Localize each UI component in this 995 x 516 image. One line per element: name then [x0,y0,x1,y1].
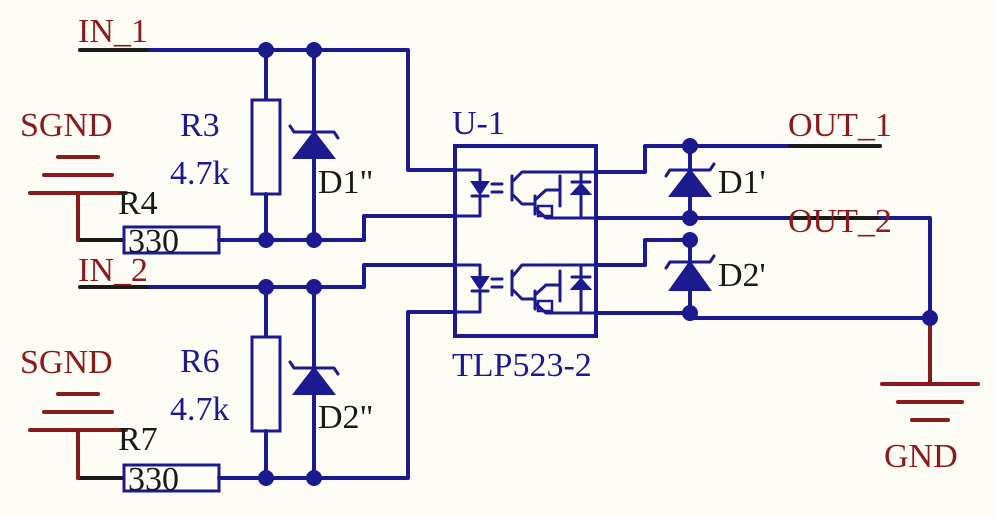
u1-ref: U-1 [452,105,505,142]
junction [682,305,698,321]
r3-ref: R3 [180,107,220,144]
input-channel-2 [28,263,457,493]
net-label-sgnd2: SGND [20,344,113,381]
ch2-out-top [594,238,692,267]
r4-value: 330 [128,223,179,260]
net-label-sgnd1: SGND [20,107,113,144]
junction [258,470,274,486]
d1in-zener-bar [288,124,340,140]
r4-wire [217,214,457,242]
u1-part: TLP523-2 [452,347,592,384]
junction [922,310,938,326]
labels: IN_1 IN_2 SGND SGND OUT_1 OUT_2 GND R3 4… [20,13,958,498]
junction [306,232,322,248]
junction [682,232,698,248]
r7-resistor [122,463,221,493]
d1out-zener [667,168,713,197]
junction [682,138,698,154]
junction [258,42,274,58]
net-label-in2: IN_2 [78,252,148,289]
d1out-ref: D1' [718,164,766,201]
out2-to-gnd [878,216,932,320]
input-channel-1 [28,42,457,255]
opto-channel-1-icon [453,168,598,220]
junction [682,210,698,226]
r3-value: 4.7k [170,155,230,192]
d1in-zener [291,130,337,159]
d2in-ref: D2" [318,399,373,436]
junction [306,470,322,486]
junction [258,232,274,248]
r4-ref: R4 [118,185,158,222]
r7-value: 330 [128,461,179,498]
r3-resistor [250,98,282,196]
d1in-ref: D1" [318,164,373,201]
in1-wire [148,48,457,172]
net-label-out2: OUT_2 [788,203,892,240]
d2in-zener-bar [288,360,340,376]
in2-wire [148,263,457,289]
junction [306,42,322,58]
r6-resistor [250,335,282,433]
optocoupler-body [453,144,598,338]
d2in-zener [291,366,337,395]
r6-value: 4.7k [170,391,230,428]
optocoupler-u1 [453,144,598,338]
d2out-zener [668,260,712,291]
junction [306,279,322,295]
d2out-ref: D2' [718,257,766,294]
out1-wire [594,144,692,174]
r6-ref: R6 [180,343,220,380]
r7-ref: R7 [118,421,158,458]
net-label-in1: IN_1 [78,13,148,50]
output-section [594,138,980,422]
net-label-out1: OUT_1 [788,107,892,144]
r4-resistor [122,225,221,255]
opto-channel-2-icon [453,263,598,315]
junction [258,279,274,295]
net-label-gnd: GND [884,438,958,475]
